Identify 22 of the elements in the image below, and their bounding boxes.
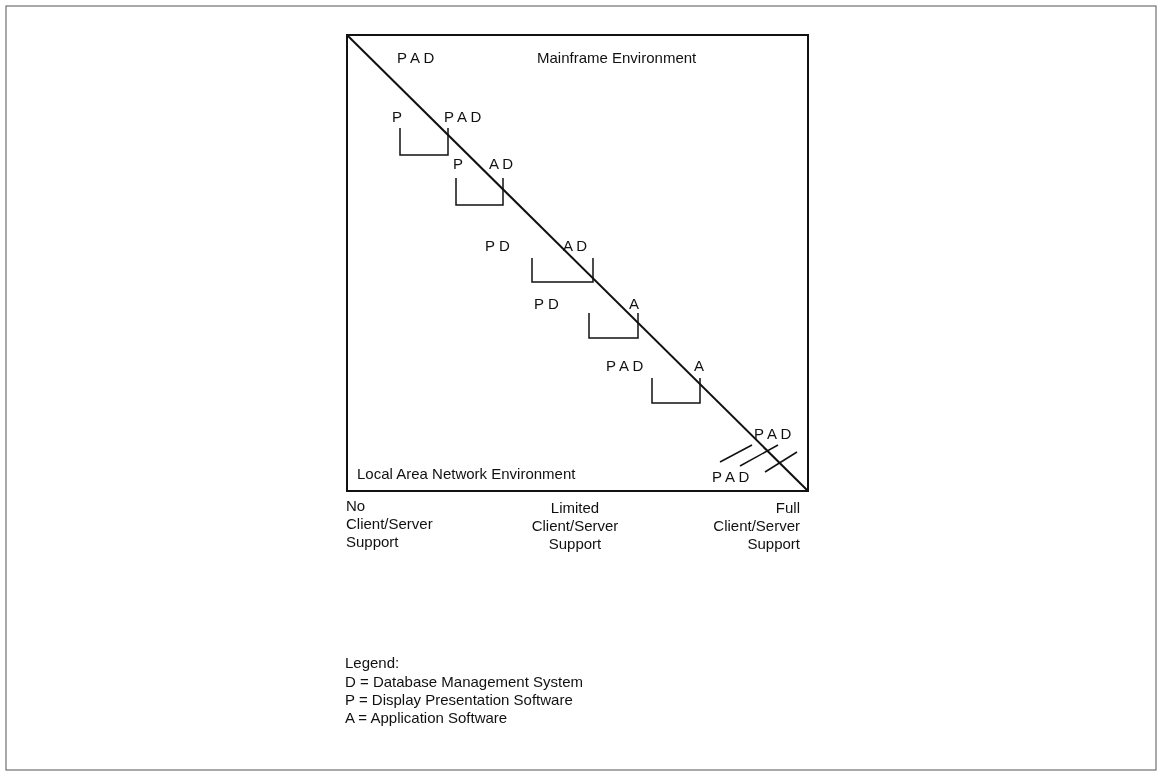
software-letters: P D: [485, 237, 510, 255]
software-letters: A: [694, 357, 704, 375]
axis-label: No Client/Server Support: [346, 497, 434, 551]
legend-heading: Legend:: [345, 654, 400, 672]
environment-label: Mainframe Environment: [537, 49, 697, 67]
axis-label: Limited Client/Server Support: [530, 499, 620, 553]
software-letters: A: [629, 295, 639, 313]
axis-label: Full Client/Server Support: [712, 499, 800, 553]
software-letters: P: [453, 155, 463, 173]
software-letters: P A D: [712, 468, 750, 486]
legend-item: D = Database Management System: [345, 673, 584, 691]
software-letters: P D: [534, 295, 559, 313]
legend-item: P = Display Presentation Software: [345, 691, 573, 709]
software-letters: P A D: [754, 425, 792, 443]
software-letters: P A D: [397, 49, 435, 67]
software-letters: P A D: [444, 108, 482, 126]
software-letters: A D: [489, 155, 514, 173]
software-letters: P: [392, 108, 402, 126]
environment-label: Local Area Network Environment: [357, 465, 576, 483]
software-letters: A D: [563, 237, 588, 255]
legend-item: A = Application Software: [345, 709, 508, 727]
software-letters: P A D: [606, 357, 644, 375]
